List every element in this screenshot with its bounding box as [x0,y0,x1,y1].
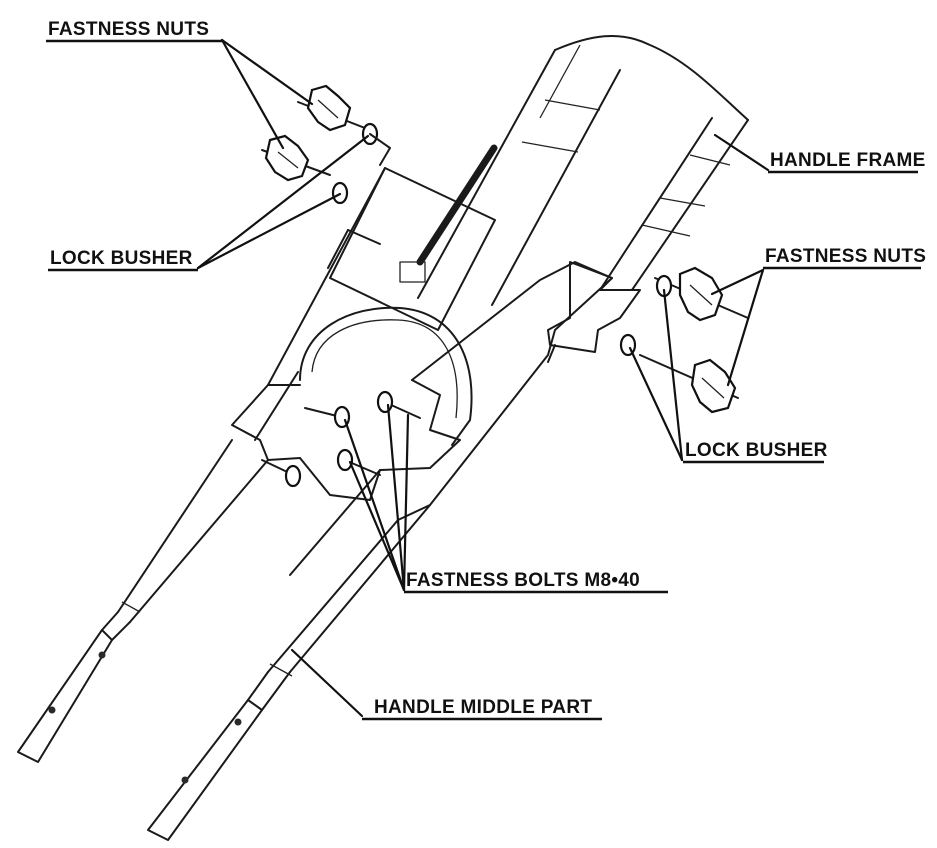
fastness-nut-top-2 [261,134,331,182]
bolt-3 [261,459,302,488]
label-text: LOCK BUSHER [50,248,193,269]
label-text: FASTNESS BOLTS M8•40 [406,570,640,591]
handle-frame [399,35,749,306]
fastness-nut-top-1 [297,84,366,132]
label-handle-middle-part: HANDLE MIDDLE PART [362,697,602,721]
label-text: HANDLE FRAME [770,150,926,171]
label-lock-busher-right: LOCK BUSHER [683,440,828,464]
clamp-plate [231,261,613,521]
label-text: LOCK BUSHER [685,440,828,461]
handle-middle-part [17,439,431,841]
fastness-nut-right-2 [639,354,739,414]
lock-busher-top-1 [361,122,391,166]
label-text: HANDLE MIDDLE PART [374,697,592,718]
label-text: FASTNESS NUTS [48,19,209,40]
label-fastness-nuts-top: FASTNESS NUTS [46,19,222,43]
fastness-bolts [261,390,421,488]
label-lock-busher-left: LOCK BUSHER [48,248,198,272]
right-bracket [547,261,641,363]
label-fastness-nuts-right: FASTNESS NUTS [763,246,926,270]
label-fastness-bolts: FASTNESS BOLTS M8•40 [404,570,668,594]
bolt-2 [376,390,421,419]
label-handle-frame: HANDLE FRAME [768,150,926,174]
label-text: FASTNESS NUTS [765,246,926,267]
bolt-1 [304,405,351,429]
leader-lines [196,38,770,718]
